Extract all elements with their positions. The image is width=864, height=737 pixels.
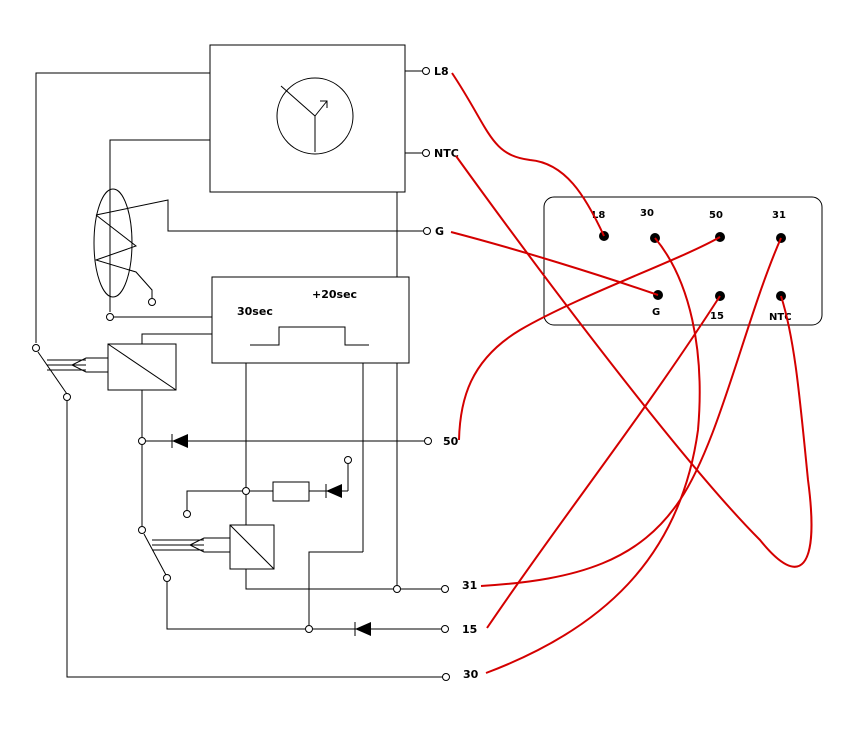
heating-element-icon (93, 188, 423, 312)
diode-icon (171, 434, 188, 448)
label-31: 31 (462, 579, 477, 592)
switch-icon (32, 344, 71, 401)
label-g: G (435, 225, 444, 238)
diode-icon (354, 622, 371, 636)
connector-pin-label: 30 (640, 208, 654, 219)
switch-icon (138, 526, 171, 582)
jumper-l8 (451, 72, 605, 237)
label-30: 30 (463, 668, 479, 681)
timer-on-delay: +20sec (312, 288, 357, 301)
relay-coil-icon (107, 343, 177, 391)
timer-box (211, 276, 410, 364)
relay-coil-icon (229, 524, 275, 570)
terminal-31[interactable] (441, 585, 449, 593)
connector-pin-label: 50 (709, 210, 723, 221)
connector-pin-label: 31 (772, 210, 786, 221)
terminal-ntc[interactable] (422, 149, 430, 157)
connector-pin-label: 15 (710, 311, 724, 322)
diode-icon (325, 484, 342, 498)
resistor-icon (272, 481, 310, 502)
terminal-l8[interactable] (422, 67, 430, 75)
terminal-g[interactable] (423, 227, 431, 235)
jumper-15 (486, 295, 721, 629)
timer-off-delay: 30sec (237, 305, 273, 318)
label-50: 50 (443, 435, 459, 448)
pulse-waveform (250, 326, 369, 346)
terminal-30[interactable] (442, 673, 450, 681)
jumper-g (450, 231, 659, 296)
connector-pin-label: L8 (592, 210, 605, 221)
connector-pin-label: NTC (769, 312, 792, 323)
label-l8: L8 (434, 65, 449, 78)
jumper-ntc (455, 155, 813, 568)
label-ntc: NTC (434, 147, 459, 160)
jumper-50 (458, 236, 721, 441)
terminal-15[interactable] (441, 625, 449, 633)
terminal-50[interactable] (424, 437, 432, 445)
control-unit-box (209, 44, 406, 193)
jumper-30 (485, 237, 701, 674)
connector-pin-label: G (652, 307, 660, 318)
connector-plug (543, 196, 823, 326)
label-15: 15 (462, 623, 477, 636)
transistor-icon (276, 77, 354, 155)
